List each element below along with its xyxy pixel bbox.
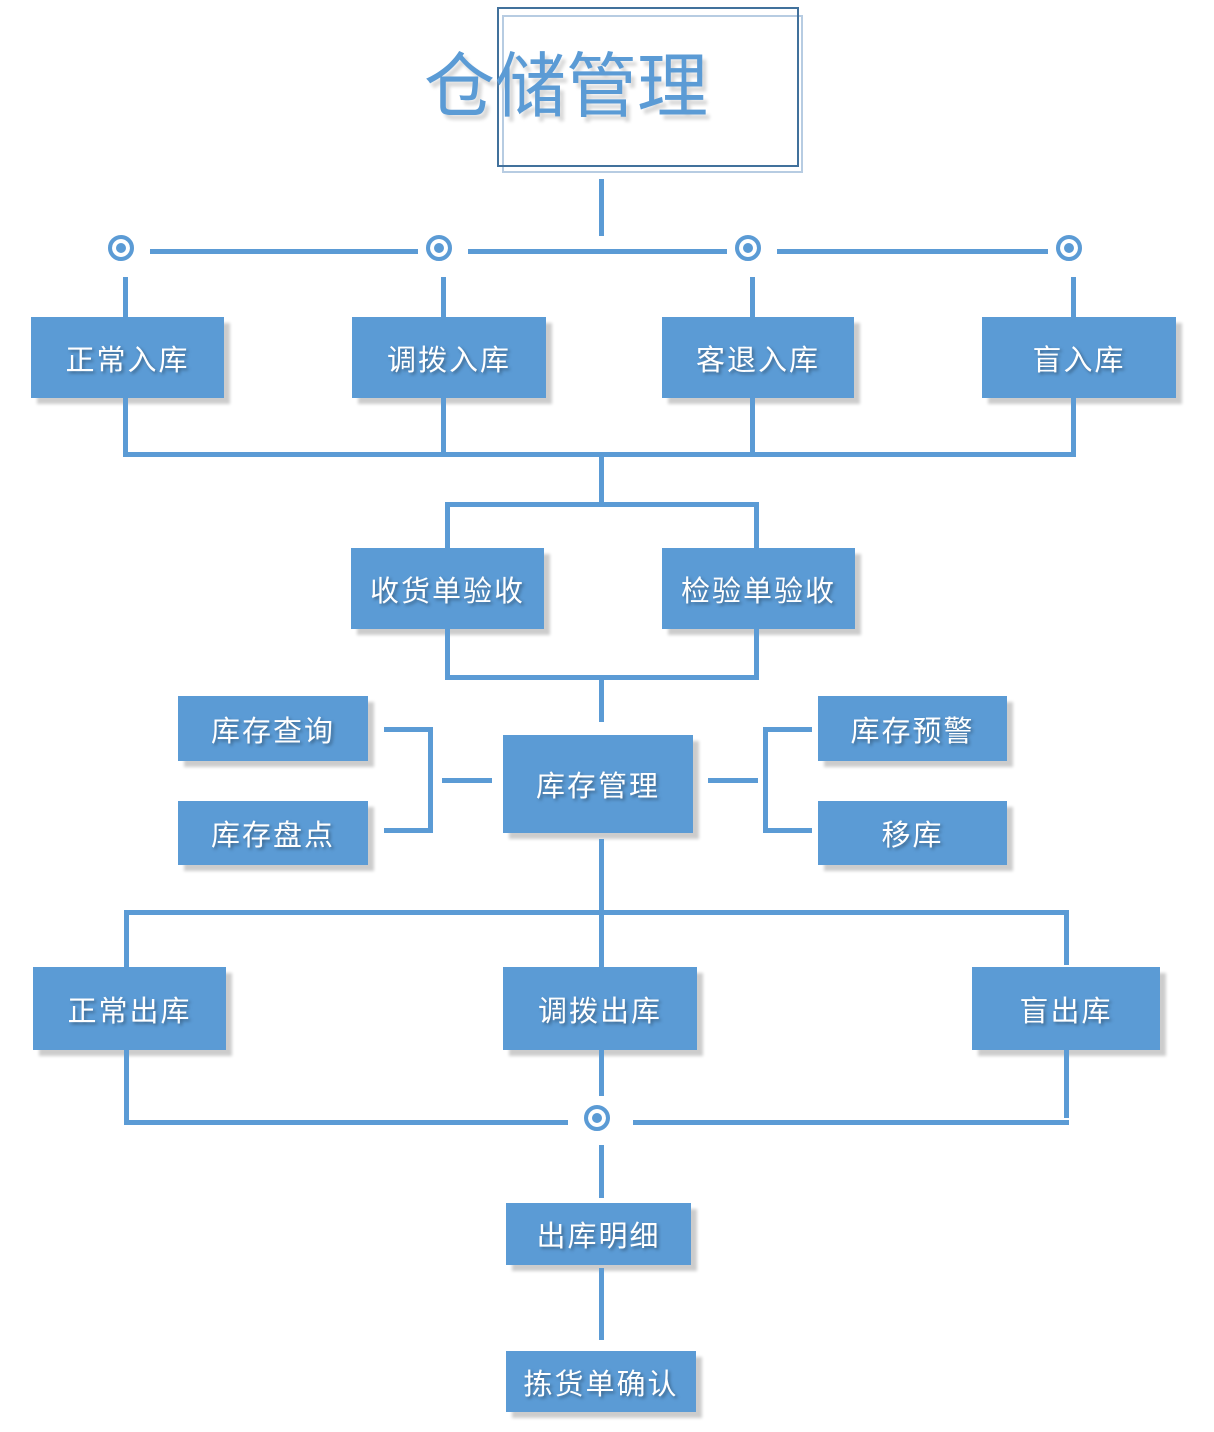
connector-line [599, 1268, 604, 1340]
connector-line [750, 277, 755, 317]
junction-dot [735, 235, 761, 261]
connector-line [150, 249, 418, 254]
connector-line [754, 629, 759, 677]
connector-line [708, 778, 758, 783]
connector-line [441, 398, 446, 454]
flow-node-label: 盲出库 [1019, 995, 1113, 1028]
connector-line [1071, 398, 1076, 454]
connector-line [1064, 915, 1069, 965]
flow-node-blind-inbound[interactable]: 盲入库 [982, 317, 1176, 398]
connector-line [633, 1120, 1069, 1125]
flow-node-label: 库存管理 [535, 771, 660, 803]
connector-line [445, 675, 759, 680]
connector-line [599, 839, 604, 912]
flow-node-label: 库存预警 [850, 715, 975, 748]
connector-line [468, 249, 727, 254]
flow-node-warehouse-move[interactable]: 移库 [818, 801, 1007, 865]
junction-dot [584, 1105, 610, 1131]
connector-line [599, 179, 604, 236]
flow-node-label: 调拨入库 [386, 344, 511, 377]
connector-line [763, 727, 768, 833]
connector-line [441, 277, 446, 317]
flow-node-label: 盲入库 [1032, 344, 1126, 377]
flow-node-label: 出库明细 [536, 1221, 661, 1253]
connector-line [1064, 1050, 1069, 1118]
flow-node-inventory-alert[interactable]: 库存预警 [818, 696, 1007, 761]
connector-line [124, 1120, 568, 1125]
flow-node-inventory-query[interactable]: 库存查询 [178, 696, 368, 761]
junction-dot [108, 235, 134, 261]
connector-line [750, 398, 755, 454]
connector-line [428, 727, 433, 833]
flow-node-label: 拣货单确认 [523, 1368, 679, 1401]
connector-line [384, 828, 428, 833]
connector-line [599, 680, 604, 722]
connector-line [768, 727, 812, 732]
connector-line [599, 1050, 604, 1096]
connector-line [1071, 277, 1076, 317]
title-frame-light [502, 15, 803, 173]
connector-line [768, 828, 812, 833]
junction-dot [1056, 235, 1082, 261]
connector-line [754, 507, 759, 549]
connector-line [599, 1145, 604, 1198]
flow-node-picking-confirm[interactable]: 拣货单确认 [506, 1351, 696, 1412]
flow-node-inspection-acceptance[interactable]: 检验单验收 [662, 548, 855, 629]
connector-line [124, 915, 129, 967]
flow-node-label: 库存盘点 [210, 820, 335, 852]
flow-node-label: 检验单验收 [680, 575, 836, 608]
flow-node-label: 收货单验收 [369, 575, 525, 608]
flow-node-inventory-management[interactable]: 库存管理 [503, 735, 693, 833]
flow-node-normal-outbound[interactable]: 正常出库 [33, 967, 226, 1050]
flow-node-label: 客退入库 [695, 344, 820, 377]
flow-node-blind-outbound[interactable]: 盲出库 [972, 967, 1160, 1050]
connector-line [123, 452, 1076, 457]
connector-line [777, 249, 1048, 254]
connector-line [124, 1050, 129, 1123]
flow-node-inventory-count[interactable]: 库存盘点 [178, 801, 368, 865]
connector-line [442, 778, 492, 783]
flow-node-normal-inbound[interactable]: 正常入库 [31, 317, 224, 398]
connector-line [599, 915, 604, 967]
connector-line [599, 457, 604, 503]
connector-line [123, 398, 128, 454]
junction-dot [426, 235, 452, 261]
connector-line [384, 727, 428, 732]
page-title[interactable]: 仓储管理 [424, 45, 708, 130]
flow-node-receipt-acceptance[interactable]: 收货单验收 [351, 548, 544, 629]
connector-line [123, 277, 128, 317]
title-frame-dark [497, 7, 799, 167]
flow-node-transfer-inbound[interactable]: 调拨入库 [352, 317, 546, 398]
connector-line [445, 629, 450, 677]
page-title-label: 仓储管理 [424, 48, 709, 127]
connector-line [445, 502, 759, 507]
connector-line [445, 507, 450, 549]
flow-node-customer-return-inbound[interactable]: 客退入库 [662, 317, 854, 398]
flow-node-label: 库存查询 [210, 715, 335, 748]
flow-node-outbound-detail[interactable]: 出库明细 [506, 1203, 691, 1265]
connector-line [124, 910, 1069, 915]
flow-node-label: 移库 [881, 820, 944, 852]
flow-node-transfer-outbound[interactable]: 调拨出库 [503, 967, 697, 1050]
flow-node-label: 正常出库 [67, 995, 192, 1028]
flow-node-label: 正常入库 [65, 344, 190, 377]
flow-node-label: 调拨出库 [537, 995, 662, 1028]
